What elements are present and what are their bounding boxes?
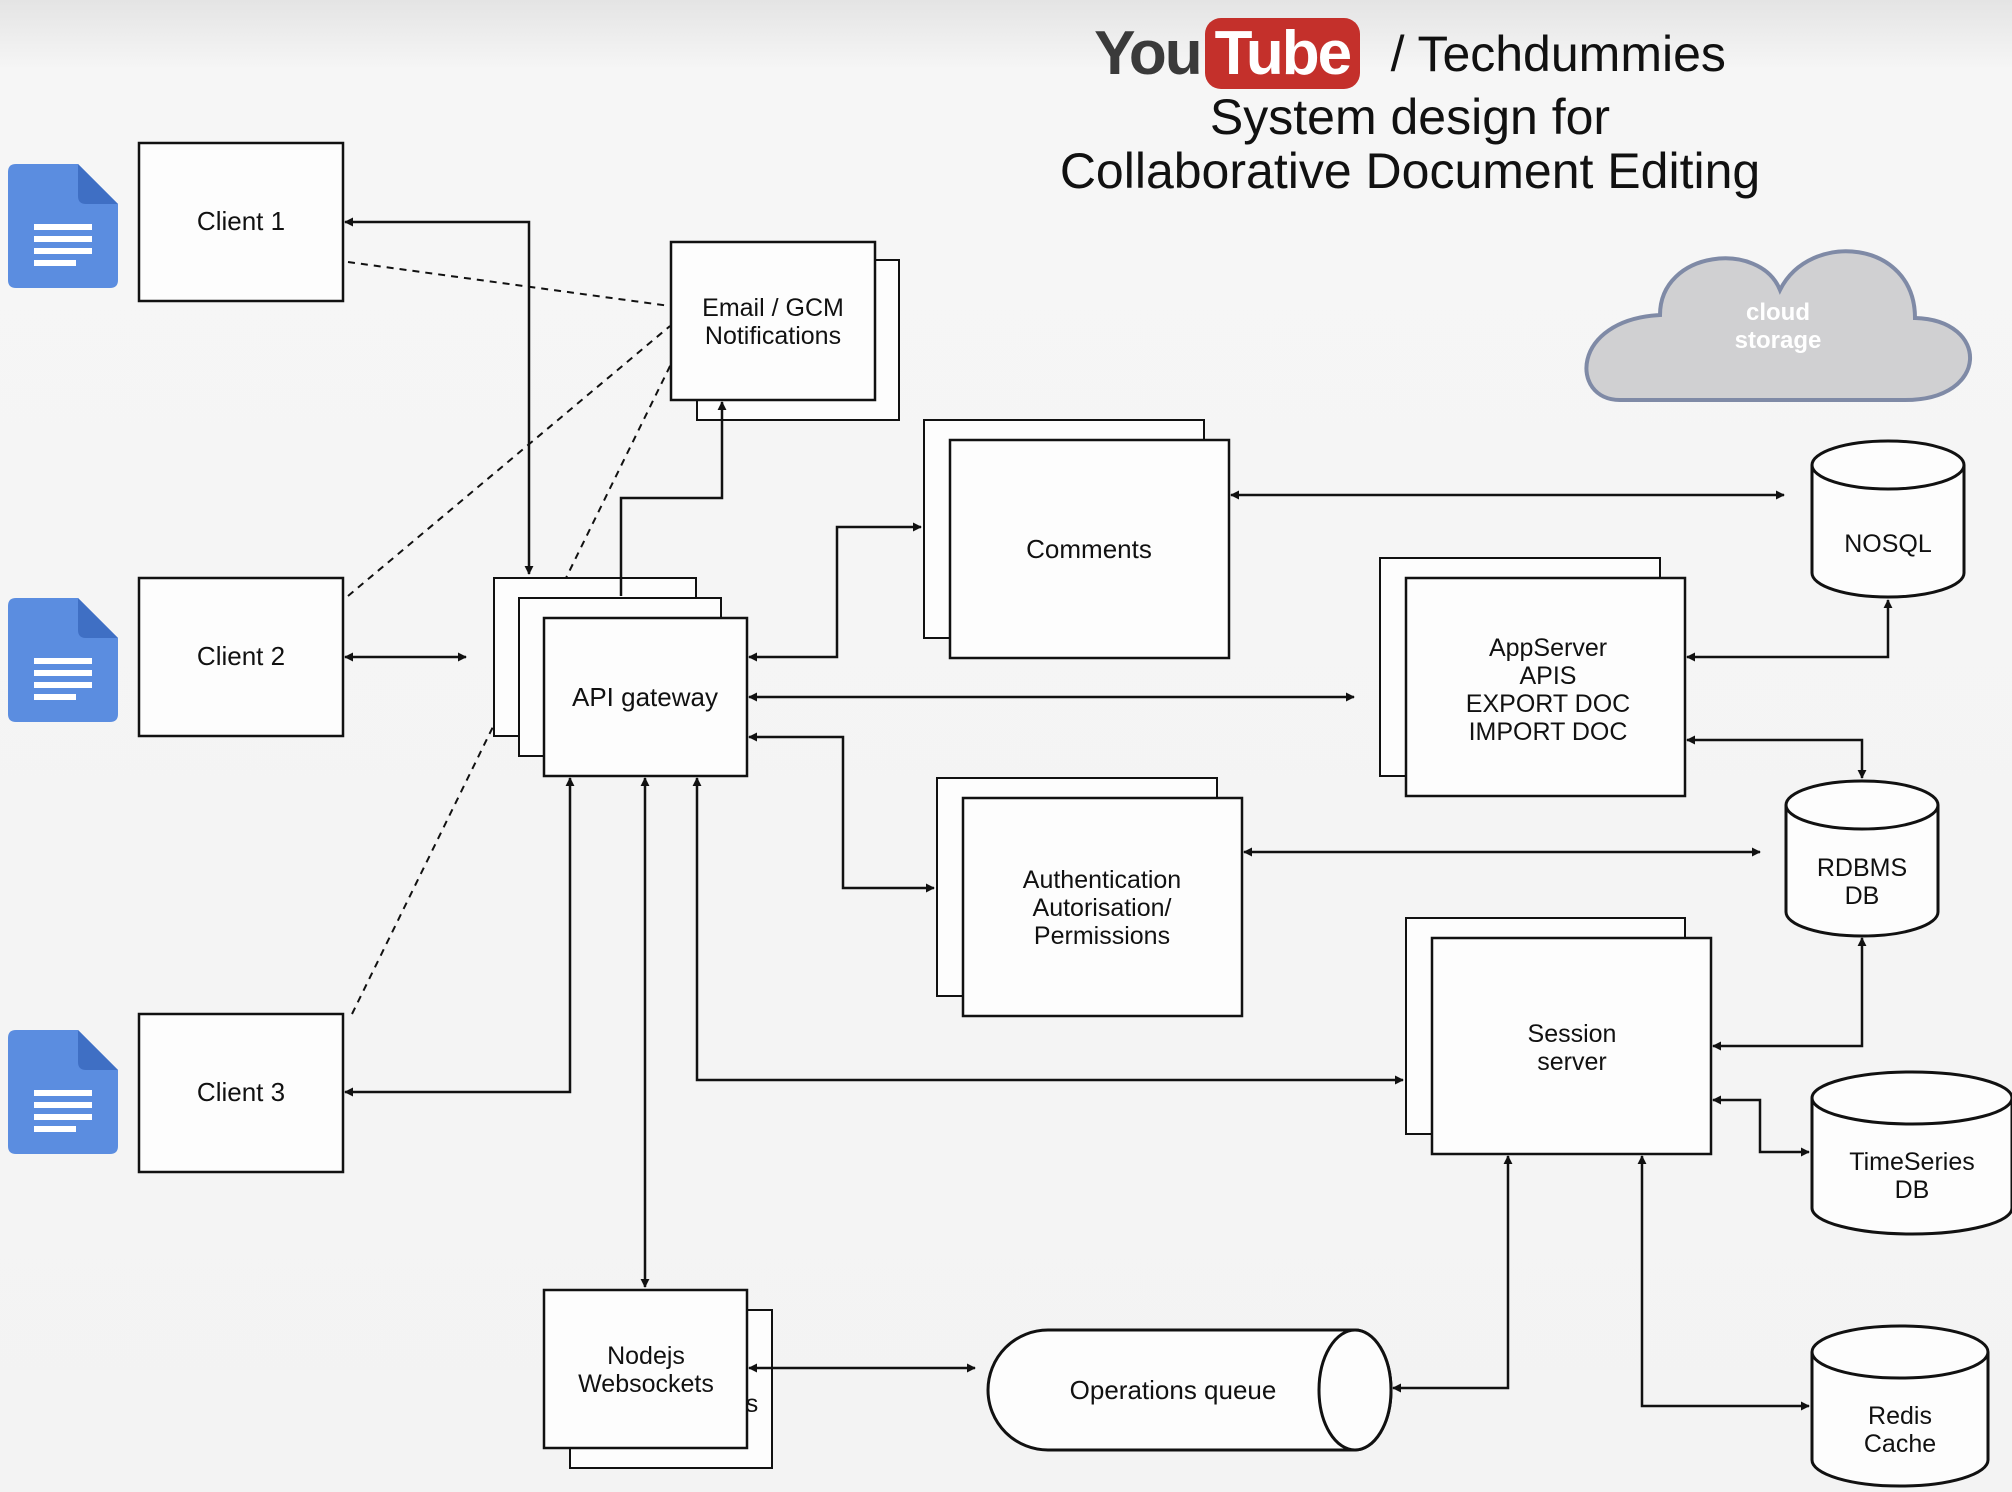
email-label-line-2: Notifications: [705, 322, 841, 350]
nosql-db: NOSQL: [1810, 439, 1966, 599]
session-server-box: Session server: [1405, 917, 1713, 1156]
cloud-storage: cloud storage: [1584, 249, 1972, 402]
redis-label-line-2: Cache: [1864, 1430, 1936, 1458]
nosql-label: NOSQL: [1844, 530, 1932, 558]
timeseries-label-line-2: DB: [1895, 1176, 1930, 1204]
title-line-1: System design for: [1209, 89, 1611, 145]
appserver-box: AppServer APIS EXPORT DOC IMPORT DOC: [1379, 557, 1687, 798]
appserver-label-line-3: EXPORT DOC: [1466, 690, 1630, 718]
cloud-label-line-2: storage: [1735, 327, 1822, 354]
nodejs-label-line-1: Nodejs: [607, 1342, 685, 1370]
authentication-box: Authentication Autorisation/ Permissions: [936, 777, 1244, 1018]
session-label-line-2: server: [1537, 1048, 1606, 1076]
redis-cache: Redis Cache: [1810, 1324, 1990, 1488]
timeseries-label-line-1: TimeSeries: [1849, 1148, 1975, 1176]
cloud-label-line-1: cloud: [1746, 299, 1810, 326]
client-1-label: Client 1: [197, 206, 285, 236]
document-icon: [8, 164, 118, 288]
auth-label-line-2: Autorisation/: [1033, 894, 1172, 922]
arrow-gateway-auth: [748, 732, 935, 893]
operations-queue-label: Operations queue: [1070, 1375, 1277, 1405]
appserver-label-line-1: AppServer: [1489, 634, 1607, 662]
api-gateway-label: API gateway: [572, 682, 718, 712]
comments-label: Comments: [1026, 534, 1152, 564]
arrow-session-queue: [1392, 1155, 1513, 1393]
nodejs-back-fragment: s: [746, 1390, 759, 1418]
arrow-session-timeseries: [1712, 1095, 1810, 1157]
document-icon: [8, 598, 118, 722]
appserver-label-line-2: APIS: [1520, 662, 1577, 690]
arrow-client3-gateway: [344, 777, 575, 1097]
title-line-2: Collaborative Document Editing: [1059, 143, 1761, 199]
rdbms-label-line-1: RDBMS: [1817, 854, 1907, 882]
arrow-appserver-rdbms: [1686, 735, 1867, 779]
arrow-session-redis: [1637, 1155, 1810, 1411]
auth-label-line-1: Authentication: [1023, 866, 1181, 894]
channel-name: / Techdummies: [1390, 25, 1726, 82]
arrow-gateway-comments: [748, 522, 922, 662]
api-gateway-box: API gateway: [493, 577, 749, 778]
rdbms-label-line-2: DB: [1845, 882, 1880, 910]
email-label-line-1: Email / GCM: [702, 294, 844, 322]
youtube-logo-tube: Tube: [1204, 18, 1361, 89]
arrow-session-rdbms: [1712, 937, 1867, 1051]
comments-box: Comments: [923, 419, 1231, 660]
arrow-client1-gateway: [344, 217, 534, 575]
appserver-label-line-4: IMPORT DOC: [1469, 718, 1628, 746]
client-2-label: Client 2: [197, 641, 285, 671]
document-icon: [8, 1030, 118, 1154]
auth-label-line-3: Permissions: [1034, 922, 1170, 950]
arrow-gateway-session: [692, 777, 1404, 1085]
arrow-appserver-nosql: [1686, 599, 1893, 662]
client-3-box: Client 3: [137, 1012, 345, 1174]
client-3-label: Client 3: [197, 1077, 285, 1107]
client-2-box: Client 2: [137, 576, 345, 738]
operations-queue: Operations queue: [986, 1328, 1393, 1452]
connectors: [344, 217, 1893, 1411]
nodejs-label-line-2: Websockets: [578, 1370, 714, 1398]
arrow-gateway-email: [619, 401, 727, 596]
client-1-box: Client 1: [137, 141, 345, 303]
email-gcm-notifications-box: Email / GCM Notifications: [669, 240, 900, 421]
timeseries-db: TimeSeries DB: [1810, 1070, 2012, 1236]
session-label-line-1: Session: [1528, 1020, 1617, 1048]
redis-label-line-1: Redis: [1868, 1402, 1932, 1430]
nodejs-websockets-box: s Nodejs Websockets: [542, 1288, 773, 1469]
rdbms-db: RDBMS DB: [1784, 779, 1940, 938]
youtube-logo-you: You: [1094, 19, 1202, 88]
